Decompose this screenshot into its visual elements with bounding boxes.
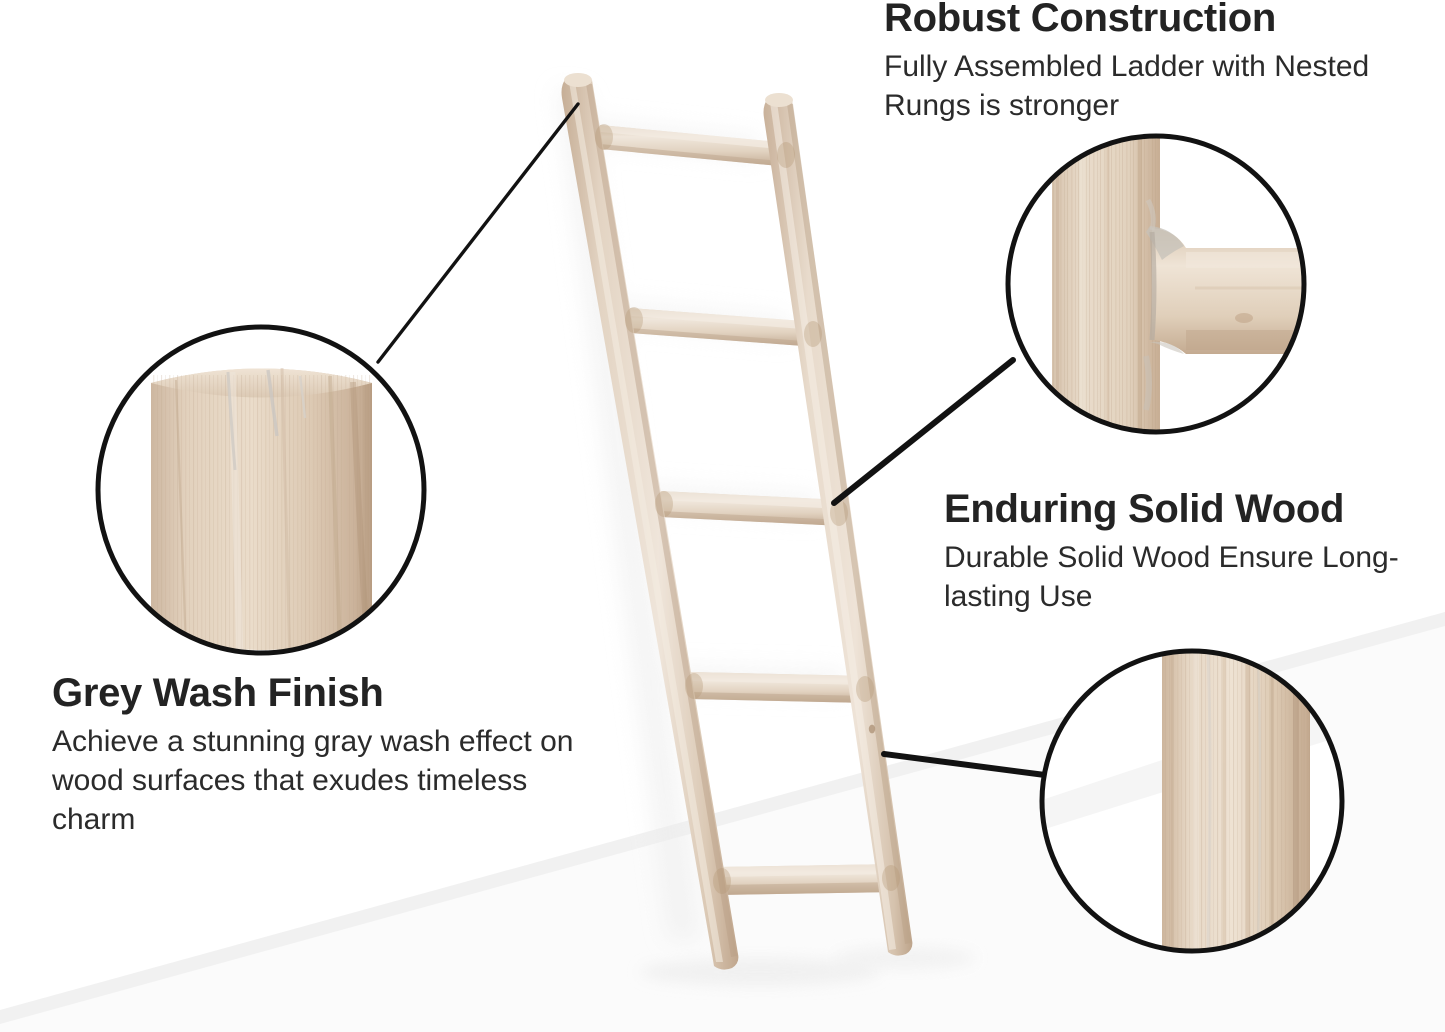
wood-knot — [868, 724, 876, 734]
feature-body-grey-wash: Achieve a stunning gray wash effect on w… — [52, 724, 574, 836]
leader-line-robust — [831, 357, 1016, 506]
feature-title-robust: Robust Construction — [884, 0, 1277, 40]
feature-robust-construction: Robust Construction Fully Assembled Ladd… — [884, 0, 1429, 125]
feature-grey-wash-finish: Grey Wash Finish Achieve a stunning gray… — [52, 671, 592, 839]
feature-title-solid-wood: Enduring Solid Wood — [944, 487, 1345, 531]
blanket-ladder — [561, 73, 913, 970]
leader-line-grey-wash — [376, 102, 580, 364]
feature-body-robust: Fully Assembled Ladder with Nested Rungs… — [884, 49, 1370, 122]
feature-body-solid-wood: Durable Solid Wood Ensure Long-lasting U… — [944, 540, 1399, 613]
leader-line-solid-wood — [881, 751, 1048, 778]
ladder-rail-left — [561, 73, 739, 970]
callout-ring-grey-wash — [95, 324, 427, 656]
callout-ring-solid-wood — [1039, 648, 1345, 954]
callout-rung-joint — [1005, 133, 1307, 435]
callout-leader-lines — [376, 102, 1048, 778]
callout-rail-end-cap — [95, 324, 427, 656]
ladder-rungs — [600, 125, 894, 895]
feature-enduring-solid-wood: Enduring Solid Wood Durable Solid Wood E… — [944, 487, 1444, 616]
ladder-rail-right — [763, 93, 913, 956]
ladder-joint-shading — [595, 124, 900, 894]
feature-title-grey-wash: Grey Wash Finish — [52, 671, 384, 715]
callout-ring-robust — [1005, 133, 1307, 435]
callout-rail-grain — [1039, 648, 1345, 954]
